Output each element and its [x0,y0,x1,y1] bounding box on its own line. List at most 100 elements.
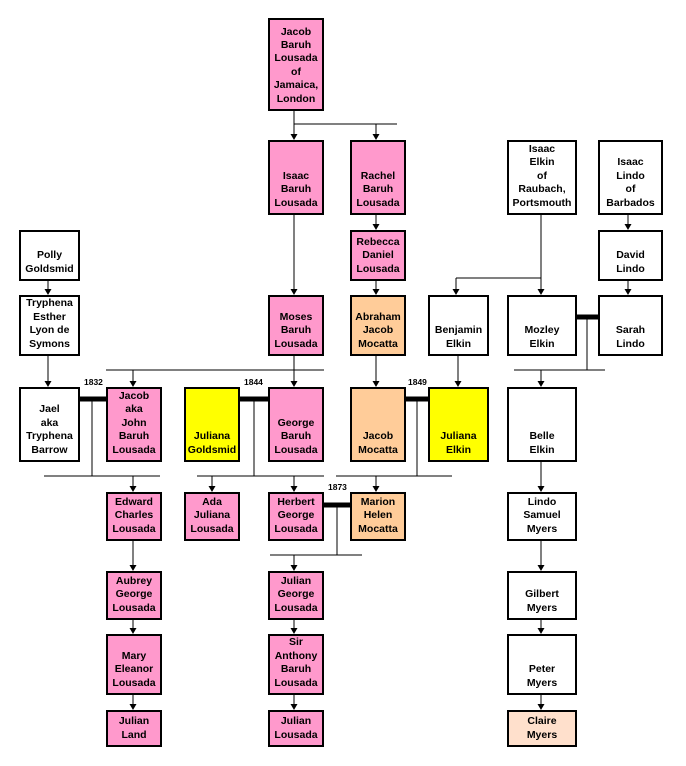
name-line: Belle [529,430,555,443]
name-line: London [276,92,316,105]
name-line: Isaac [617,156,644,169]
name-line: Myers [526,522,558,535]
name-line: of [291,65,301,78]
name-line: Barbados [606,196,655,209]
name-line: Barrow [31,443,68,456]
marriage-year-1844: 1844 [244,377,263,387]
name-line: Portsmouth [512,196,572,209]
marriage-year-1873: 1873 [328,482,347,492]
name-line: aka [125,403,143,416]
name-line: George [115,588,153,601]
name-line: Myers [526,728,558,741]
name-line: Mozley [524,324,560,337]
name-line: Elkin [445,443,472,456]
arrow-head [372,289,380,295]
name-line: Lindo [616,337,645,350]
arrow-head [44,381,52,387]
name-line: Herbert [277,495,315,508]
arrow-head [537,704,545,710]
name-line: Elkin [529,156,555,169]
name-line: Goldsmid [187,443,237,456]
name-line: Charles [114,509,154,522]
name-line: Baruh [280,324,312,337]
arrow-head [129,486,137,492]
name-line: Helen [363,509,393,522]
name-line: Lousada [112,443,156,456]
arrow-head [290,486,298,492]
name-line: Lousada [274,676,318,689]
arrow-head [537,486,545,492]
name-line: Mary [121,649,147,662]
name-line: Jacob [118,389,150,402]
name-line: aka [40,416,59,429]
arrow-head [208,486,216,492]
arrow-head [537,381,545,387]
name-line: Land [121,728,147,741]
name-line: Polly [36,249,63,262]
name-line: Myers [526,601,558,614]
name-line: Lousada [274,443,318,456]
name-line: George [277,416,315,429]
name-line: Lousada [112,522,156,535]
name-line: Mocatta [358,337,398,350]
name-line: Isaac [282,169,310,182]
name-line: Tryphena [26,297,73,310]
name-line: Esther [33,310,66,323]
name-line: Myers [526,676,558,689]
name-line: Benjamin [434,324,483,337]
arrow-head [537,289,545,295]
name-line: Peter [528,663,556,676]
marriage-year-1849: 1849 [408,377,427,387]
name-line: Jamaica, [273,79,319,92]
arrow-head [129,628,137,634]
arrow-head [290,289,298,295]
name-line: David [616,249,645,262]
name-line: George [277,588,315,601]
name-line: Lyon de [29,324,70,337]
name-line: Juliana [440,430,477,443]
name-line: Lousada [274,52,318,65]
name-line: Isaac [528,142,556,155]
arrow-head [624,289,632,295]
arrow-head [290,134,298,140]
name-line: Rebecca [356,235,400,248]
name-line: Lousada [112,676,156,689]
arrow-head [129,381,137,387]
name-line: Baruh [280,430,312,443]
name-line: Anthony [274,649,318,662]
name-line: Sarah [615,324,646,337]
name-line: Eleanor [114,663,154,676]
name-line: Mocatta [358,522,398,535]
name-line: Lindo [527,495,557,508]
name-line: Ada [202,495,222,508]
name-line: Jacob [362,430,394,443]
name-line: Elkin [445,337,472,350]
name-line: Aubrey [115,574,153,587]
arrow-head [129,704,137,710]
arrow-head [452,289,460,295]
name-line: Lousada [274,601,318,614]
